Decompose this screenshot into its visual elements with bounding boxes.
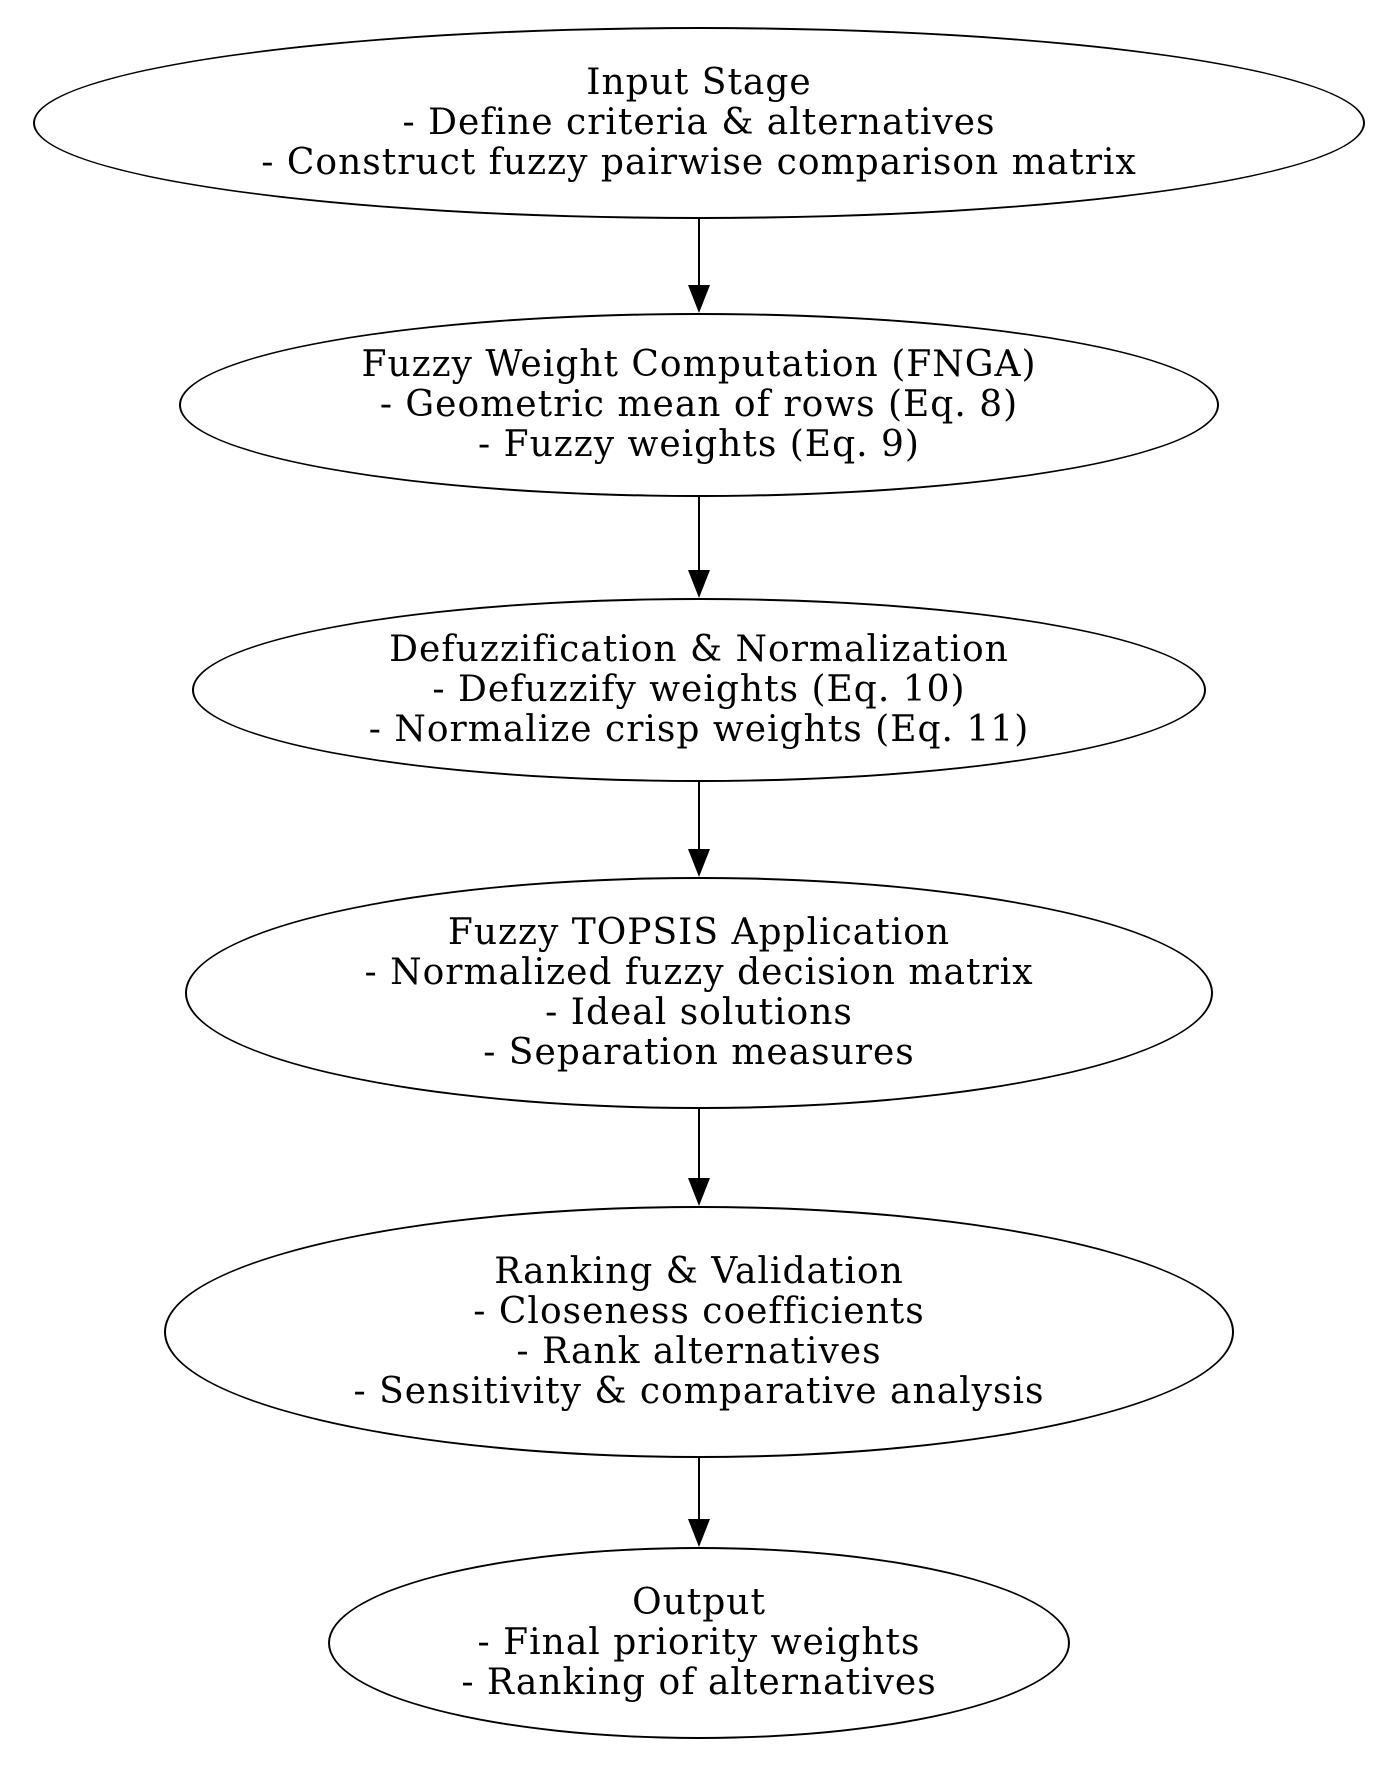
flow-node-output: Output - Final priority weights - Rankin… [328,1547,1070,1739]
node-bullet: - Define criteria & alternatives [402,102,996,143]
arrow-line [698,1458,700,1521]
arrow-head-icon [688,570,710,598]
node-bullet: - Ranking of alternatives [461,1662,937,1703]
flow-arrow-4 [688,1109,710,1206]
node-bullet: - Ideal solutions [545,992,853,1033]
flow-node-fuzzy-topsis-application: Fuzzy TOPSIS Application - Normalized fu… [185,877,1213,1109]
node-bullet: - Normalize crisp weights (Eq. 11) [368,709,1030,750]
arrow-line [698,782,700,851]
node-title: Defuzzification & Normalization [389,629,1009,670]
node-bullet: - Final priority weights [477,1622,921,1663]
flow-node-input-stage: Input Stage - Define criteria & alternat… [33,27,1365,219]
node-bullet: - Geometric mean of rows (Eq. 8) [379,384,1019,425]
node-text-block: Ranking & Validation - Closeness coeffic… [354,1252,1045,1412]
flow-node-defuzzification-normalization: Defuzzification & Normalization - Defuzz… [192,598,1206,782]
node-bullet: - Normalized fuzzy decision matrix [364,952,1034,993]
flow-arrow-5 [688,1458,710,1547]
flow-node-fuzzy-weight-computation: Fuzzy Weight Computation (FNGA) - Geomet… [179,313,1219,497]
node-bullet: - Rank alternatives [516,1331,882,1372]
arrow-head-icon [688,849,710,877]
arrow-line [698,497,700,572]
node-bullet: - Fuzzy weights (Eq. 9) [478,424,920,465]
node-text-block: Defuzzification & Normalization - Defuzz… [369,630,1030,750]
node-title: Output [632,1582,766,1623]
node-bullet: - Separation measures [483,1032,915,1073]
flow-arrow-2 [688,497,710,598]
node-bullet: - Closeness coefficients [473,1291,925,1332]
arrow-line [698,219,700,287]
arrow-head-icon [688,285,710,313]
node-bullet: - Construct fuzzy pairwise comparison ma… [261,142,1137,183]
node-text-block: Output - Final priority weights - Rankin… [461,1583,936,1703]
node-text-block: Fuzzy TOPSIS Application - Normalized fu… [364,913,1033,1073]
arrow-head-icon [688,1178,710,1206]
node-title: Fuzzy Weight Computation (FNGA) [361,344,1037,385]
flow-arrow-3 [688,782,710,877]
arrow-line [698,1109,700,1180]
arrow-head-icon [688,1519,710,1547]
flow-arrow-1 [688,219,710,313]
node-bullet: - Defuzzify weights (Eq. 10) [432,669,966,710]
node-text-block: Fuzzy Weight Computation (FNGA) - Geomet… [361,345,1036,465]
flow-node-ranking-validation: Ranking & Validation - Closeness coeffic… [164,1206,1234,1458]
node-title: Ranking & Validation [494,1251,904,1292]
node-text-block: Input Stage - Define criteria & alternat… [261,63,1137,183]
node-title: Input Stage [586,62,812,103]
node-title: Fuzzy TOPSIS Application [447,912,951,953]
node-bullet: - Sensitivity & comparative analysis [353,1371,1045,1412]
